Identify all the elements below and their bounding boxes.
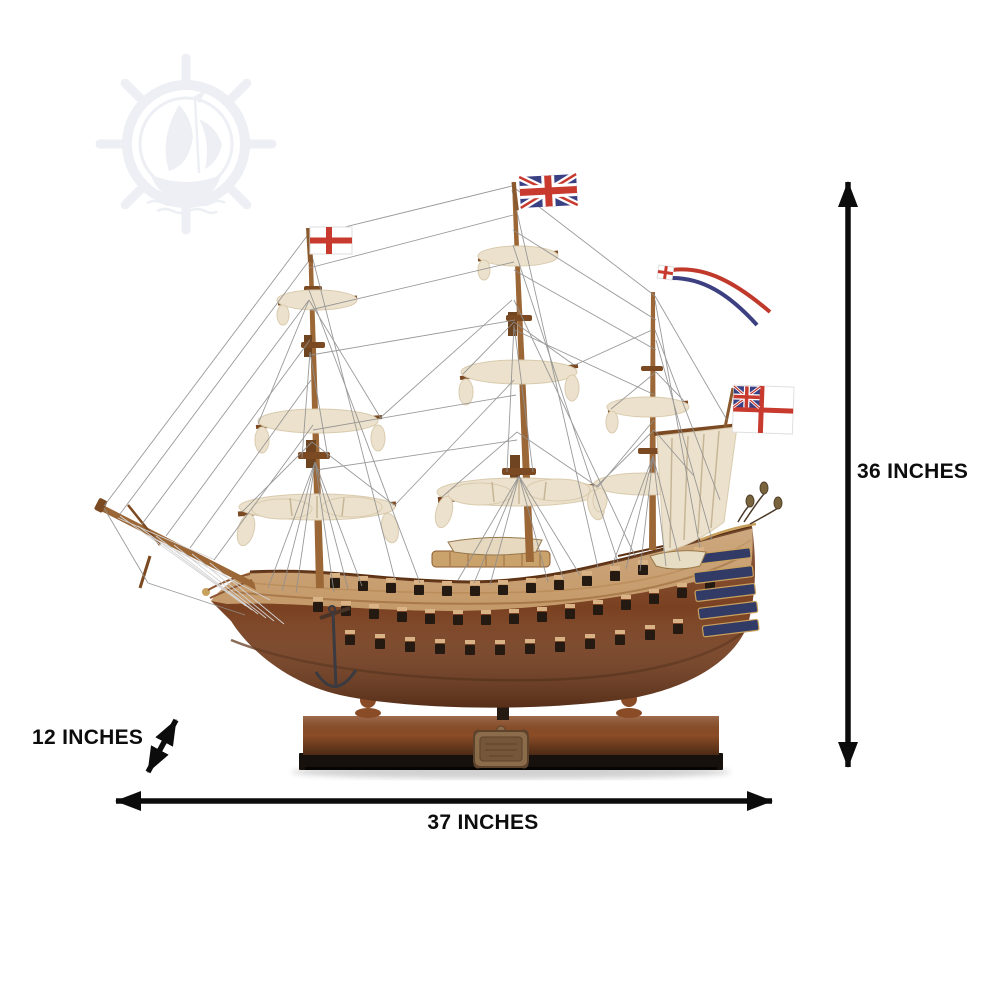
taffrail-trim [699, 522, 757, 542]
anchor-icon [314, 605, 358, 689]
display-base [299, 671, 723, 770]
rigging [103, 185, 728, 616]
height-dimension-label: 36 INCHES [857, 460, 969, 483]
bowsprit [94, 498, 285, 625]
sails [236, 245, 738, 553]
ship-wheel-watermark-icon [95, 53, 277, 235]
depth-dimension-arrow [145, 718, 179, 774]
union-jack-flag [511, 171, 580, 211]
depth-dimension-label: 12 INCHES [32, 726, 144, 749]
nameplate [473, 725, 529, 769]
st-george-cross-flag [306, 226, 353, 262]
quarter-boat [649, 550, 707, 570]
bow-netting [117, 515, 285, 625]
hull [202, 522, 760, 708]
watermark-sailboat-glyph [151, 89, 222, 198]
length-dimension-label: 37 INCHES [427, 811, 539, 834]
deck-fittings [431, 536, 701, 568]
stern-lanterns [737, 481, 783, 525]
flags [306, 171, 795, 435]
commissioning-pennant [656, 264, 772, 327]
white-ensign-flag [731, 384, 795, 435]
stern-galleries [692, 547, 760, 638]
